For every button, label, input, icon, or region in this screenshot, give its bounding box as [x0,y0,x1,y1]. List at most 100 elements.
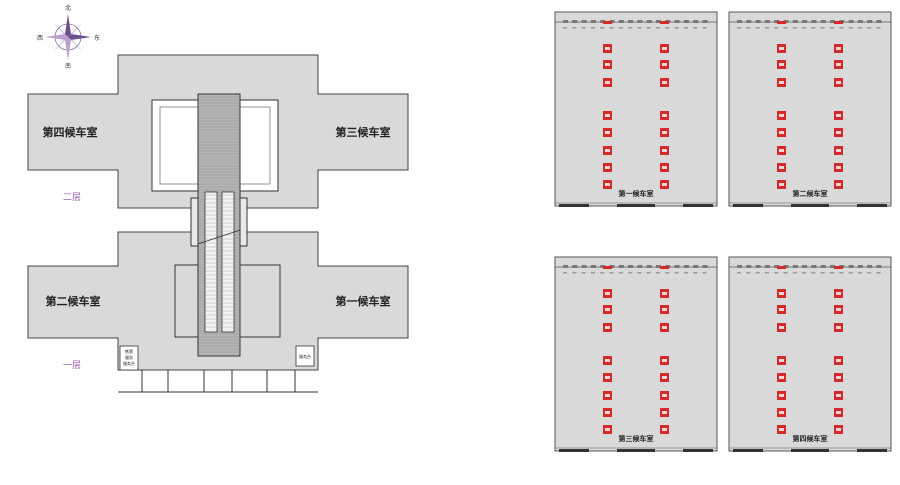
office-right [295,345,315,367]
exit-door [857,204,887,207]
gate-tick [802,272,807,274]
office-left-line2: 服务 [125,354,133,360]
seat-inner [662,428,667,431]
seat-inner [836,376,841,379]
gate-mark [867,265,873,268]
gate-mark [590,265,596,268]
gate-mark [702,265,708,268]
entrance-bays [118,370,318,393]
seat-inner [605,394,610,397]
seat-inner [779,114,784,117]
gate-mark [674,20,680,23]
gate-tick [702,27,707,29]
room-4-label: 第四候车室 [43,125,98,139]
gate-mark [857,265,863,268]
seat-inner [779,131,784,134]
exit-door [733,204,763,207]
exit-door [857,449,887,452]
gate-mark [618,265,624,268]
gate-mark [572,20,578,23]
gate-tick [867,27,872,29]
seat-inner [836,308,841,311]
gate-mark [674,265,680,268]
seat-inner [662,394,667,397]
seat-inner [836,428,841,431]
waiting-room-panel: 第一候车室 [554,11,718,207]
seat-inner [779,149,784,152]
floor-label-upper: 二层 [63,192,81,203]
seat-inner [779,359,784,362]
seat-inner [836,114,841,117]
gate-tick [792,272,797,274]
office-left-line1: 售票 [125,348,133,354]
gate-tick [774,27,779,29]
gate-tick [811,27,816,29]
gate-tick [665,272,670,274]
gate-tick [702,272,707,274]
seat-inner [836,411,841,414]
seat-inner [836,292,841,295]
compass-rose: 北 南 西 东 [37,4,100,70]
gate-tick [774,272,779,274]
exit-door [791,204,829,207]
gate-tick [746,27,751,29]
seat-inner [662,326,667,329]
compass-north-label: 北 [65,4,71,12]
seat-inner [605,292,610,295]
gate-tick [876,27,881,29]
gate-tick [563,272,567,274]
seat-inner [605,166,610,169]
gate-marker-red [834,21,843,24]
seat-inner [662,183,667,186]
seat-inner [605,63,610,66]
exit-door [791,449,829,452]
room-1-label: 第一候车室 [336,294,391,308]
gate-tick [746,272,751,274]
seat-inner [605,308,610,311]
gate-tick [820,27,825,29]
exit-door [683,449,713,452]
seat-inner [605,359,610,362]
gate-tick [737,27,741,29]
gate-mark [702,20,708,23]
gate-tick [646,272,651,274]
gate-tick [637,27,642,29]
seat-inner [779,308,784,311]
seat-inner [779,183,784,186]
gate-tick [674,272,679,274]
seat-inner [836,149,841,152]
seat-inner [779,411,784,414]
seat-inner [605,114,610,117]
seat-inner [605,411,610,414]
seat-inner [605,376,610,379]
gate-tick [609,27,614,29]
gate-mark [563,265,568,268]
gate-mark [802,20,808,23]
gate-tick [764,27,769,29]
gate-tick [628,272,633,274]
exit-door [683,204,713,207]
gate-tick [783,272,788,274]
gate-tick [820,272,825,274]
gate-marker-red [777,266,786,269]
waiting-room-panel: 第二候车室 [728,11,892,207]
seat-inner [662,292,667,295]
waiting-room-label: 第三候车室 [619,434,654,443]
gate-tick [628,27,633,29]
gate-mark [628,265,634,268]
exit-door [617,204,655,207]
seat-inner [836,183,841,186]
compass-east-label: 东 [94,34,100,42]
gate-tick [693,27,698,29]
waiting-room-label: 第四候车室 [793,434,828,443]
gate-mark [774,20,780,23]
seat-inner [779,376,784,379]
seat-inner [605,47,610,50]
seat-inner [836,47,841,50]
office-right-label: 服务台 [299,353,311,359]
seat-inner [779,166,784,169]
gate-mark [618,20,624,23]
gate-tick [572,27,577,29]
seat-inner [836,131,841,134]
